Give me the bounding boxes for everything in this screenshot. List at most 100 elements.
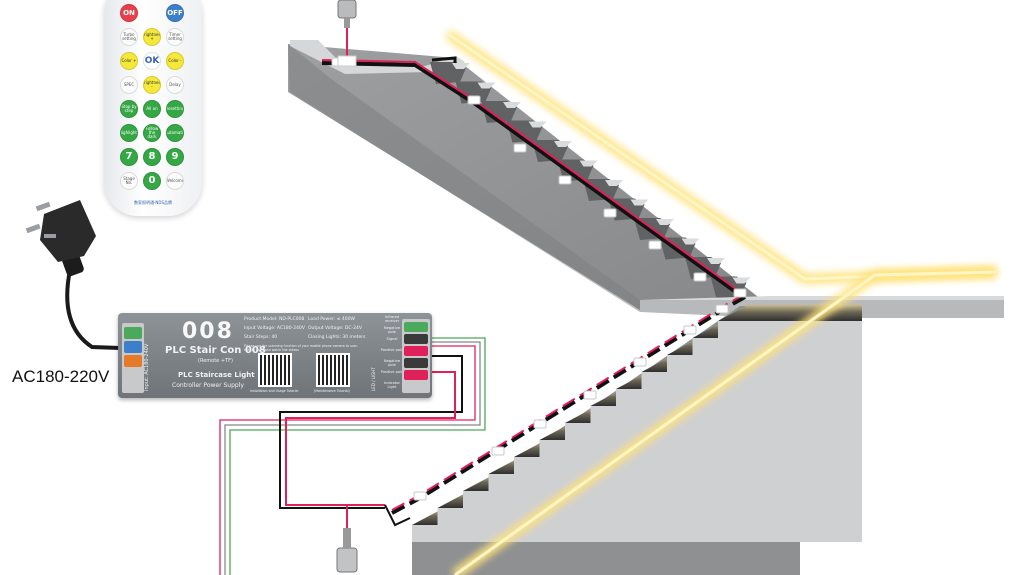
lower-step-riser xyxy=(667,355,862,372)
lower-stair-flight xyxy=(412,305,862,575)
lower-step-riser xyxy=(565,423,862,440)
terminal-label: Negative pole xyxy=(383,326,401,334)
qr-code-maintenance xyxy=(316,353,350,387)
cable-connector xyxy=(583,390,597,400)
remote-button[interactable]: Follow the dark xyxy=(143,124,161,142)
lower-step-riser xyxy=(488,474,862,491)
remote-off-button[interactable]: OFF xyxy=(166,4,184,22)
lower-step-riser xyxy=(437,508,862,525)
qr1-caption: Installation and Usage Tutorial xyxy=(250,389,299,393)
output-terminal-block xyxy=(402,319,430,393)
lower-step-riser xyxy=(616,389,862,406)
remote-button[interactable]: Welcome xyxy=(166,172,184,190)
remote-button[interactable]: Stop by step xyxy=(120,100,138,118)
remote-button[interactable]: 8 xyxy=(143,148,161,166)
cable-connector xyxy=(513,143,527,153)
controller-name: PLC Stair Con 008 xyxy=(165,345,266,356)
remote-on-button[interactable]: ON xyxy=(120,4,138,22)
lower-step-riser xyxy=(539,440,862,457)
remote-button[interactable]: Delay xyxy=(166,76,184,94)
cable-connector xyxy=(558,175,572,185)
qr2-caption: (Maintenance Tutorial) xyxy=(314,389,350,393)
upper-step-tread xyxy=(630,199,649,206)
remote-button[interactable]: Resetting xyxy=(166,100,184,118)
cable-connector xyxy=(693,272,707,282)
upper-step-tread xyxy=(707,258,725,264)
stair-controller-power-supply: Input: AC180-240V 008 PLC Stair Con 008 … xyxy=(118,313,432,398)
output-voltage-text: Output Voltage: DC-24V xyxy=(308,326,362,331)
lower-step-riser xyxy=(590,406,862,423)
controller-type-line1: PLC Staircase Light xyxy=(178,371,255,379)
terminal-label: Infrared receiver xyxy=(384,315,400,323)
upper-step-tread xyxy=(452,63,470,69)
model-text: Product Model: ND-PLC008 xyxy=(244,317,305,322)
upper-signal-cable xyxy=(321,56,742,297)
lower-step-riser xyxy=(641,372,862,389)
controller-logo: 008 xyxy=(182,319,234,344)
remote-button[interactable]: Automatic xyxy=(166,124,184,142)
cable-connectors xyxy=(331,57,747,501)
controller-wiring xyxy=(219,337,486,575)
qr-code-tutorial xyxy=(258,353,292,387)
cable-connector xyxy=(648,240,662,250)
remote-button[interactable]: 9 xyxy=(166,148,184,166)
cable-connector xyxy=(533,419,547,429)
upper-step-tread xyxy=(732,277,751,284)
remote-control: ON OFF Turbo setting Brightness + Timer sett… xyxy=(104,0,202,216)
power-plug-icon xyxy=(25,200,121,350)
right-side-label: LED / LIGHT xyxy=(371,367,376,391)
scan-note: Please use the scanning function of your… xyxy=(244,344,358,352)
stair-steps-text: Stair Steps: 40 xyxy=(244,335,278,340)
upper-step-tread xyxy=(554,141,572,147)
upper-step-tread xyxy=(528,121,547,128)
upper-step-tread xyxy=(503,102,521,108)
remote-button[interactable]: Brightness + xyxy=(143,28,161,46)
terminal-label: Positive pole xyxy=(380,370,404,374)
remote-button[interactable]: SPEC xyxy=(120,76,138,94)
remote-button[interactable]: OK xyxy=(143,52,161,70)
controller-sub: (Remote +TF) xyxy=(198,358,233,364)
input-side-label: Input: AC180-240V xyxy=(144,343,150,391)
terminal-label: Signal xyxy=(386,337,398,341)
remote-button[interactable]: Color - xyxy=(166,52,184,70)
remote-button[interactable]: All on xyxy=(143,100,161,118)
cable-connector xyxy=(413,491,427,501)
controller-type-line2: Controller Power Supply xyxy=(172,382,244,389)
remote-button[interactable]: Timer setting xyxy=(166,28,184,46)
cable-connector xyxy=(633,357,647,367)
supply-voltage-label: AC180-220V xyxy=(12,367,110,386)
ir-sensor-bottom xyxy=(336,506,358,573)
upper-step-tread xyxy=(605,180,623,186)
upper-step-tread xyxy=(656,219,674,225)
cable-connector xyxy=(683,325,697,335)
input-terminal-block xyxy=(122,323,144,393)
lower-signal-cable xyxy=(391,293,746,515)
cable-connector xyxy=(603,208,617,218)
cable-connector xyxy=(467,95,481,105)
cable-connector xyxy=(733,288,747,298)
cable-connector xyxy=(491,446,505,456)
remote-button[interactable]: Brightness - xyxy=(143,76,161,94)
remote-brand-text: 数家照明通-NDS品牌 xyxy=(133,200,173,205)
lower-step-riser xyxy=(412,525,862,542)
upper-step-tread xyxy=(477,82,496,89)
remote-button[interactable]: Highlights xyxy=(120,124,138,142)
cable-connector xyxy=(715,304,729,314)
ir-sensor-top xyxy=(337,0,357,67)
remote-button[interactable]: 0 xyxy=(143,172,161,190)
lower-step-riser xyxy=(718,321,862,338)
remote-button[interactable]: Color + xyxy=(120,52,138,70)
remote-button[interactable]: Stage No. xyxy=(120,172,138,190)
lower-step-riser xyxy=(514,457,862,474)
upper-step-tread xyxy=(681,238,700,245)
load-text: Load Power: ≤ 400W xyxy=(308,317,355,322)
lower-step-riser xyxy=(463,491,862,508)
closing-lights-text: Closing Lights: 30 meters xyxy=(308,335,366,340)
remote-button[interactable]: 7 xyxy=(120,148,138,166)
upper-step-tread xyxy=(579,160,598,167)
input-voltage-text: Input Voltage: AC180-240V xyxy=(244,326,305,331)
remote-button[interactable]: Turbo setting xyxy=(120,28,138,46)
terminal-label: Positive pole xyxy=(380,348,404,352)
